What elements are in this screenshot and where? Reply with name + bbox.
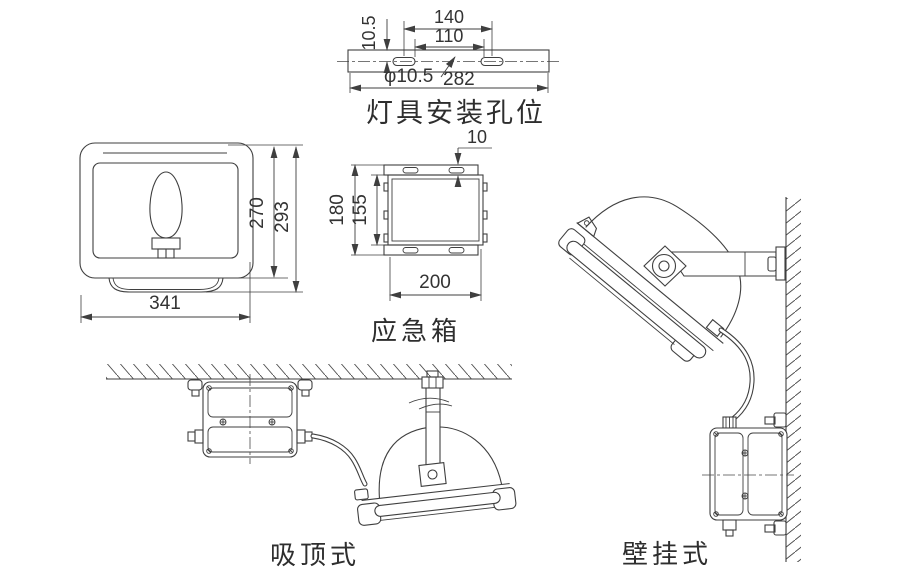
- wall-mount-view: 壁挂式: [558, 196, 801, 569]
- emergency-box-view: 180 155 10 200 应急箱: [327, 127, 492, 346]
- wall-floodlight: [558, 196, 742, 362]
- lamp-bottom-lip: [108, 277, 224, 293]
- wall-mount-caption: 壁挂式: [622, 539, 712, 569]
- slot-hole-right: [480, 56, 504, 67]
- cable-gland-left: [187, 429, 204, 444]
- lamp-front-view: 270 293 341: [79, 142, 303, 323]
- dim-body-height-label: 155: [350, 194, 371, 226]
- box-side-tabs: [383, 182, 488, 243]
- slot-hole-left: [392, 56, 416, 67]
- box-gland-top: [722, 416, 737, 429]
- box-clamp-left: [187, 379, 203, 397]
- wall-hatching: [786, 198, 801, 562]
- lamp-glass-frame: [92, 162, 239, 259]
- dim-total-height-label: 180: [327, 194, 348, 226]
- dim-hole-diameter-label: φ10.5: [384, 66, 433, 87]
- corner-screws: [713, 431, 784, 517]
- lamp-body-outline: [79, 142, 254, 279]
- dim-hole-offset-label: 10.5: [359, 15, 379, 50]
- corner-screws: [206, 385, 294, 454]
- emergency-box-caption: 应急箱: [371, 316, 461, 346]
- mounting-holes-caption: 灯具安装孔位: [366, 98, 546, 128]
- ceiling-hanger-strap: [408, 370, 453, 476]
- wall-junction-box: [702, 412, 794, 537]
- ceiling-floodlight: [354, 426, 517, 526]
- ceiling-hatching: [106, 364, 512, 379]
- screw-icon: [219, 418, 276, 426]
- dim-outer-span-label: 140: [434, 7, 464, 27]
- dim-inner-height-label: 270: [247, 197, 268, 229]
- ceiling-junction-box: [187, 374, 313, 464]
- bulb-socket: [151, 237, 181, 250]
- box-bottom-flange: [383, 244, 479, 256]
- dim-width-label: 341: [149, 293, 181, 314]
- lamp-pivot: [418, 462, 447, 487]
- dim-total-length-label: 282: [443, 69, 475, 90]
- lamp-corner-tab: [576, 216, 598, 238]
- cable-gland-right: [296, 429, 313, 444]
- dim-flange-offset-label: 10: [467, 127, 487, 147]
- arm-pivot: [643, 245, 687, 287]
- dim-outer-height-label: 293: [272, 201, 293, 233]
- wall-bracket-bottom: [764, 520, 787, 536]
- wall-bracket-top: [764, 412, 787, 428]
- ceiling-mount-caption: 吸顶式: [270, 540, 360, 570]
- screw-icon: [741, 449, 749, 500]
- mounting-holes-view: 140 110 10.5 φ10.5 282 灯具安装孔位: [337, 7, 561, 128]
- dim-inner-span-label: 110: [435, 26, 464, 46]
- wall-arm: [666, 246, 786, 281]
- dim-box-width-label: 200: [419, 272, 451, 293]
- hole-leader-line: [440, 56, 456, 78]
- box-body: [387, 174, 484, 246]
- bulb: [149, 171, 183, 239]
- lamp-cable: [310, 433, 368, 487]
- ceiling-mount-view: 吸顶式: [106, 364, 517, 570]
- box-clamp-right: [297, 379, 313, 397]
- box-gland-bottom: [722, 519, 737, 537]
- break-mark: [408, 397, 450, 404]
